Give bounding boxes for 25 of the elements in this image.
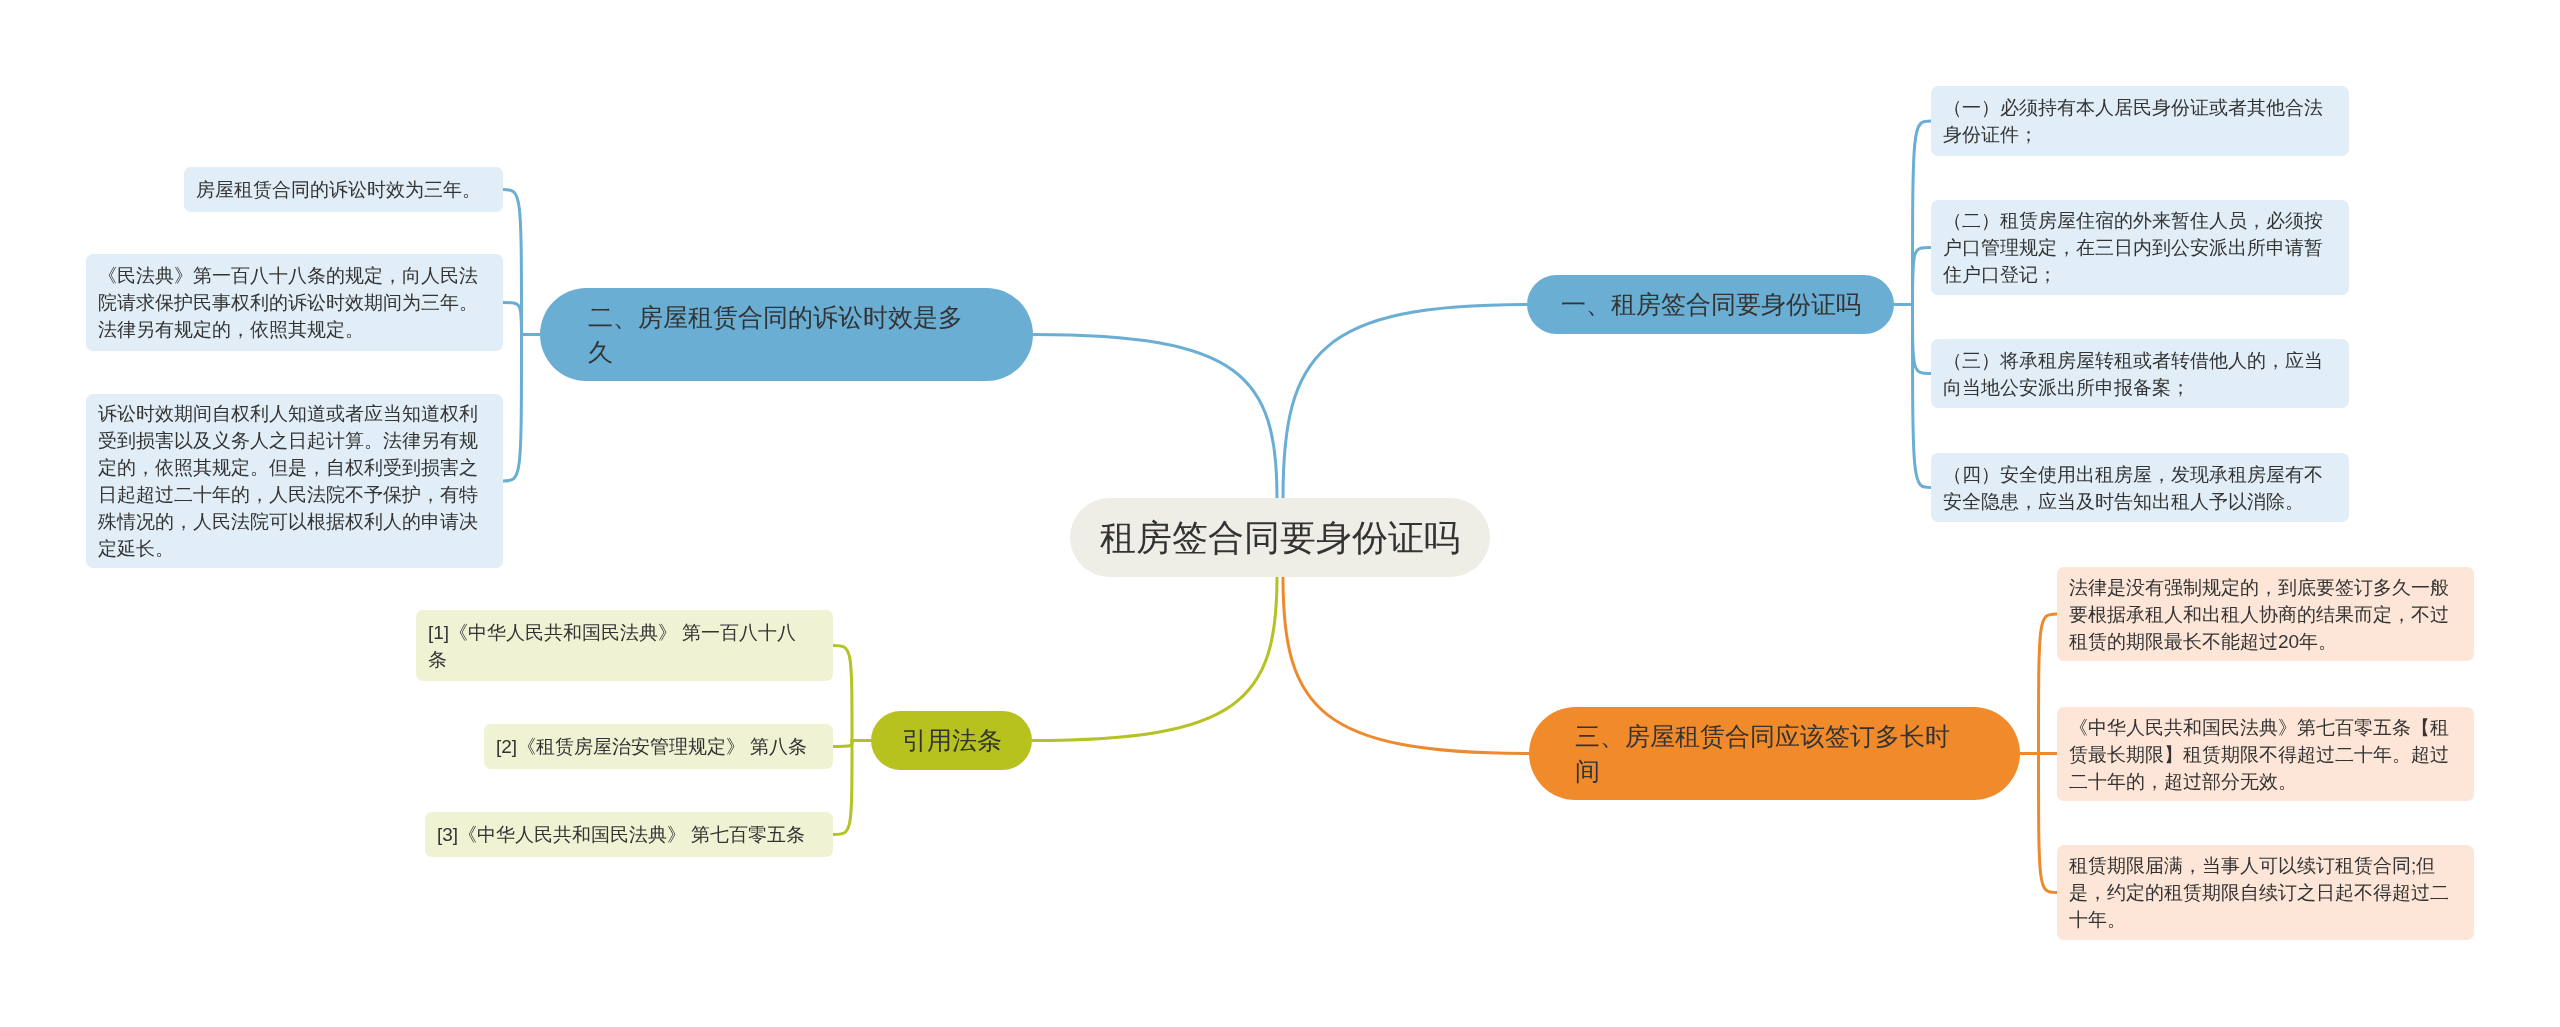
subtopic-card: 《中华人民共和国民法典》第七百零五条【租赁最长期限】租赁期限不得超过二十年。超过二十年的，超过部分无效。 <box>2057 707 2474 801</box>
subtopic-card: （二）租赁房屋住宿的外来暂住人员，必须按户口管理规定，在三日内到公安派出所申请暂住户口登记； <box>1931 200 2349 295</box>
main-topic: 引用法条 <box>871 711 1032 770</box>
subtopic-card: [3]《中华人民共和国民法典》 第七百零五条 <box>425 812 833 857</box>
connector-line <box>1032 333 1279 499</box>
subtopic-card: 《民法典》第一百八十八条的规定，向人民法院请求保护民事权利的诉讼时效期间为三年。法律另有规定的，依照其规定。 <box>86 254 503 351</box>
subtopic-card: 法律是没有强制规定的，到底要签订多久一般要根据承租人和出租人协商的结果而定，不过租赁的期限最长不能超过20年。 <box>2057 567 2474 661</box>
subtopic-card: （四）安全使用出租房屋，发现承租房屋有不安全隐患，应当及时告知出租人予以消除。 <box>1931 453 2349 522</box>
subtopic-card: [1]《中华人民共和国民法典》 第一百八十八条 <box>416 610 833 681</box>
subtopic-card: [2]《租赁房屋治安管理规定》 第八条 <box>484 724 833 769</box>
connector-line <box>1281 576 1530 755</box>
subtopic-card: 租赁期限届满，当事人可以续订租赁合同;但是，约定的租赁期限自续订之日起不得超过二十年。 <box>2057 845 2474 940</box>
main-topic: 二、房屋租赁合同的诉讼时效是多久 <box>540 288 1033 381</box>
connector-line <box>1894 303 1932 489</box>
main-topic: 三、房屋租赁合同应该签订多长时间 <box>1529 707 2020 800</box>
connector-line <box>502 333 540 483</box>
main-topic: 一、租房签合同要身份证吗 <box>1527 275 1894 334</box>
connector-line <box>832 739 871 836</box>
connector-line <box>1031 576 1279 742</box>
connector-line <box>1281 303 1528 499</box>
subtopic-card: （一）必须持有本人居民身份证或者其他合法身份证件； <box>1931 86 2349 156</box>
subtopic-card: （三）将承租房屋转租或者转借他人的，应当向当地公安派出所申报备案； <box>1931 339 2349 408</box>
subtopic-card: 房屋租赁合同的诉讼时效为三年。 <box>184 167 503 212</box>
central-topic: 租房签合同要身份证吗 <box>1070 498 1490 577</box>
subtopic-card: 诉讼时效期间自权利人知道或者应当知道权利受到损害以及义务人之日起计算。法律另有规定的，依照其规定。但是，自权利受到损害之日起超过二十年的，人民法院不予保护，有特殊情况的，人民法院可以根据权利人的申请决定延长。 <box>86 394 503 568</box>
